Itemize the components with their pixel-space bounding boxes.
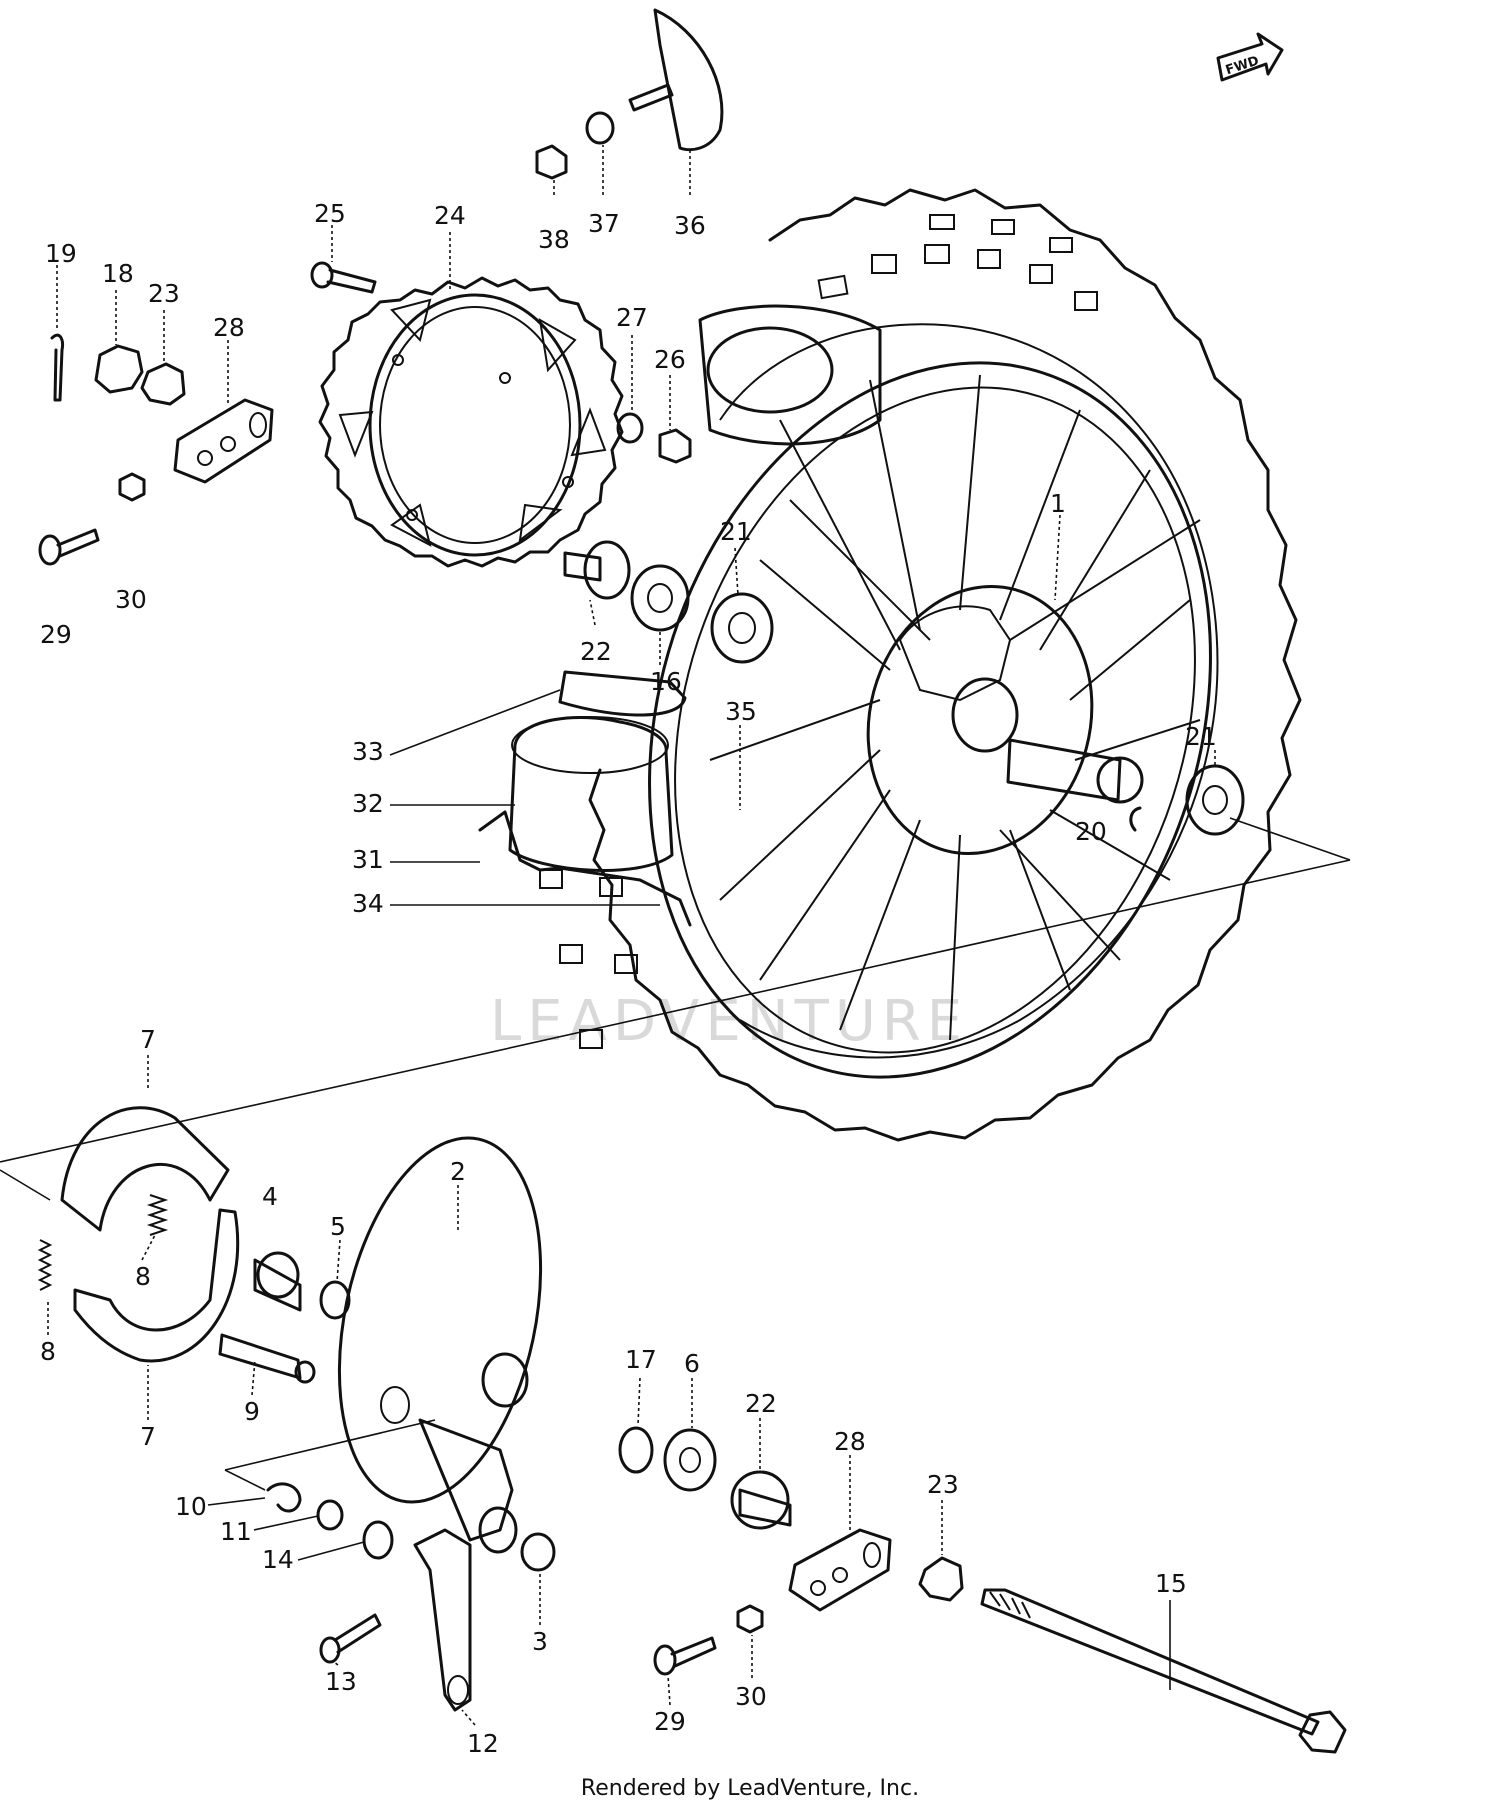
rim-lock-nut <box>535 144 568 180</box>
callout-9: 9 <box>244 1397 260 1426</box>
callout-4: 4 <box>262 1182 278 1211</box>
callout-22: 22 <box>745 1389 777 1418</box>
sprocket-washer <box>616 412 644 444</box>
callout-10: 10 <box>175 1492 207 1521</box>
brake-panel <box>337 1136 543 1554</box>
callout-7: 7 <box>140 1422 156 1451</box>
callout-37: 37 <box>588 209 620 238</box>
brake-arm <box>413 1528 472 1712</box>
sprocket-bearing <box>630 564 690 632</box>
wheel-bearing-left <box>710 592 774 664</box>
adjuster-bolt-upper <box>38 528 100 566</box>
rear-sprocket <box>318 276 624 568</box>
callout-labels: 19 18 23 28 29 30 25 24 27 26 38 37 36 2… <box>40 199 1217 1758</box>
rim-band <box>558 670 687 717</box>
leader-lines <box>47 145 1216 1726</box>
callout-31: 31 <box>352 845 384 874</box>
o-ring <box>316 1499 344 1531</box>
callout-25: 25 <box>314 199 346 228</box>
axle-spacer-lower <box>730 1470 792 1530</box>
callout-30: 30 <box>735 1682 767 1711</box>
callout-3: 3 <box>532 1627 548 1656</box>
callout-32: 32 <box>352 789 384 818</box>
callout-21: 21 <box>1185 722 1217 751</box>
callout-14: 14 <box>262 1545 294 1574</box>
chain-adjuster-upper <box>173 398 274 484</box>
wire-clip <box>266 1482 302 1513</box>
callout-13: 13 <box>325 1667 357 1696</box>
tire-section <box>478 810 692 927</box>
fwd-label: FWD <box>1224 54 1261 79</box>
callout-27: 27 <box>616 303 648 332</box>
oil-seal <box>663 1428 717 1492</box>
assembly-lines <box>0 817 1351 1491</box>
brake-arm-bolt <box>319 1613 382 1664</box>
callout-34: 34 <box>352 889 384 918</box>
callout-36: 36 <box>674 211 706 240</box>
callout-29: 29 <box>654 1707 686 1736</box>
brake-spring-upper <box>146 1194 169 1236</box>
callout-24: 24 <box>434 201 466 230</box>
axle-nut-lower <box>918 1556 964 1602</box>
callout-33: 33 <box>352 737 384 766</box>
callout-2: 2 <box>450 1157 466 1186</box>
callout-7: 7 <box>140 1025 156 1054</box>
axle-washer <box>618 1426 654 1474</box>
callout-8: 8 <box>40 1337 56 1366</box>
sprocket-bolt <box>310 261 377 294</box>
rim-lock-washer <box>585 111 615 145</box>
callout-19: 19 <box>45 239 77 268</box>
cotter-pin <box>50 333 64 402</box>
brake-shoe-upper <box>60 1106 230 1232</box>
callout-8: 8 <box>135 1262 151 1291</box>
callout-11: 11 <box>220 1517 252 1546</box>
brake-washer <box>362 1520 394 1560</box>
brake-cam-shaft <box>218 1333 316 1384</box>
callout-23: 23 <box>927 1470 959 1499</box>
adjuster-bolt-lower <box>653 1636 717 1676</box>
callout-12: 12 <box>467 1729 499 1758</box>
callout-1: 1 <box>1050 489 1066 518</box>
castle-nut <box>94 344 144 394</box>
callout-38: 38 <box>538 225 570 254</box>
callout-18: 18 <box>102 259 134 288</box>
callout-20: 20 <box>1075 817 1107 846</box>
brake-cam <box>253 1251 302 1312</box>
callout-29: 29 <box>40 620 72 649</box>
render-credit: Rendered by LeadVenture, Inc. <box>580 1776 920 1801</box>
callout-17: 17 <box>625 1345 657 1374</box>
rear-axle <box>980 1588 1347 1754</box>
callout-28: 28 <box>834 1427 866 1456</box>
rim-lock <box>628 8 724 152</box>
brake-arm-bushing <box>520 1532 556 1572</box>
sprocket-nut <box>658 428 692 464</box>
spokes <box>709 374 1201 1041</box>
callout-15: 15 <box>1155 1569 1187 1598</box>
callout-16: 16 <box>650 667 682 696</box>
callout-5: 5 <box>330 1212 346 1241</box>
forward-direction-arrow: FWD <box>1216 32 1284 82</box>
sprocket-spacer <box>563 540 631 600</box>
adjuster-nut-upper <box>118 472 146 502</box>
callout-30: 30 <box>115 585 147 614</box>
callout-26: 26 <box>654 345 686 374</box>
callout-6: 6 <box>684 1349 700 1378</box>
callout-35: 35 <box>725 697 757 726</box>
wheel-bearing-right <box>1185 764 1245 836</box>
cam-washer <box>319 1280 351 1320</box>
axle-nut-upper <box>140 362 186 406</box>
chain-adjuster-lower <box>788 1528 892 1612</box>
callout-28: 28 <box>213 313 245 342</box>
callout-23: 23 <box>148 279 180 308</box>
brake-spring-lower <box>37 1239 53 1291</box>
adjuster-nut-lower <box>736 1604 764 1634</box>
callout-21: 21 <box>720 517 752 546</box>
circlip <box>1129 806 1142 832</box>
brake-shoe-lower <box>73 1208 240 1363</box>
callout-22: 22 <box>580 637 612 666</box>
